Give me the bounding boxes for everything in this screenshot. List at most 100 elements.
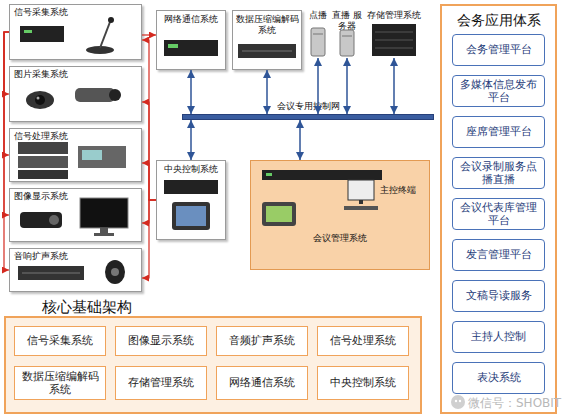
- device-screen: [82, 150, 102, 160]
- rack-slot: [375, 48, 413, 49]
- touch-panel: [262, 202, 296, 226]
- management-box: 会议管理系统: [250, 160, 430, 270]
- node-text: 数据压缩编解码系统: [233, 11, 301, 36]
- server-slot: [313, 34, 323, 35]
- node-text: 发言管理平台: [466, 248, 532, 261]
- subsystem-box: 图像显示系统: [9, 188, 142, 242]
- node-text: 主持人控制: [471, 330, 526, 343]
- wechat-icon: [451, 395, 465, 409]
- node-text: 音频扩声系统: [229, 334, 295, 347]
- connector: [190, 70, 192, 114]
- terminal-label: 主控终端: [380, 184, 416, 197]
- connector: [4, 32, 9, 270]
- wechat-eye: [459, 400, 461, 402]
- connector: [393, 58, 395, 114]
- application-panel: 会务应用体系会务管理平台多媒体信息发布平台座席管理平台会议录制服务点播直播会议代…: [440, 4, 557, 414]
- node-text: 音响扩声系统: [14, 251, 68, 262]
- node-text: 信号采集系统: [27, 334, 93, 347]
- node-text: 网络通信系统: [157, 11, 225, 25]
- platform-box: 文稿导读服务: [452, 280, 545, 312]
- processor-unit: [18, 170, 68, 179]
- connector: [317, 58, 319, 114]
- node-text: 核心基础架构: [42, 298, 132, 316]
- node-text: 图像显示系统: [14, 191, 68, 202]
- server-slot: [342, 36, 352, 37]
- monitor-stand: [100, 228, 108, 234]
- platform-box: 多媒体信息发布平台: [452, 75, 545, 107]
- node-text: 图片采集系统: [14, 69, 68, 80]
- node-text: 中央控制系统: [157, 161, 225, 175]
- camera-lens: [109, 89, 121, 101]
- infrastructure-box: 音频扩声系统: [216, 326, 308, 356]
- platform-box: 主持人控制: [452, 321, 545, 353]
- storage-rack: [372, 24, 416, 56]
- node-text: 会务管理平台: [466, 43, 532, 56]
- infrastructure-panel: 核心基础架构信号采集系统图像显示系统音频扩声系统信号处理系统数据压缩编解码系统存…: [4, 316, 422, 414]
- subsystem-box: 数据压缩编解码系统: [232, 10, 302, 70]
- subsystem-box: 图片采集系统: [9, 66, 142, 122]
- device-light: [266, 173, 272, 176]
- infrastructure-box: 存储管理系统: [115, 366, 207, 400]
- connector: [142, 163, 156, 200]
- platform-box: 会议录制服务点播直播: [452, 157, 545, 189]
- watermark: 微信号：SHOBIT: [468, 395, 561, 412]
- infrastructure-box: 图像显示系统: [115, 326, 207, 356]
- rack-slot: [375, 32, 413, 33]
- monitor: [80, 198, 128, 228]
- infrastructure-box: 网络通信系统: [216, 366, 308, 400]
- rack-slot: [375, 40, 413, 41]
- lens-highlight: [37, 97, 40, 100]
- touch-screen: [266, 206, 292, 222]
- connector: [346, 58, 348, 114]
- node-text: 会议专用控制网: [183, 101, 433, 112]
- projector-lens: [49, 215, 59, 225]
- node-text: 存储管理系统: [366, 10, 422, 21]
- microphone-base: [86, 46, 114, 54]
- processor-unit: [18, 156, 68, 168]
- server-node: 点播: [306, 10, 330, 58]
- platform-box: 表决系统: [452, 362, 545, 394]
- control-bus: 会议专用控制网: [182, 114, 434, 120]
- monitor-stand: [359, 200, 363, 204]
- processor-unit: [18, 142, 68, 154]
- subsystem-box: 信号处理系统: [9, 128, 142, 182]
- infrastructure-box: 信号采集系统: [14, 326, 106, 356]
- infrastructure-box: 信号处理系统: [317, 326, 409, 356]
- touch-panel: [172, 202, 210, 230]
- amplifier-panel: [22, 273, 80, 274]
- control-box: 中央控制系统: [156, 160, 226, 240]
- node-text: 会议录制服务点播直播: [456, 160, 541, 186]
- connector: [142, 102, 156, 200]
- speaker: [105, 260, 125, 284]
- server-node: 存储管理系统: [366, 10, 422, 58]
- platform-box: 座席管理平台: [452, 116, 545, 148]
- connector: [142, 200, 156, 223]
- projector: [20, 212, 62, 228]
- connector: [190, 120, 192, 160]
- platform-box: 发言管理平台: [452, 239, 545, 271]
- node-text: 直播 服务器: [332, 10, 362, 32]
- management-host: [262, 170, 382, 180]
- node-text: 表决系统: [477, 371, 521, 384]
- terminal-monitor: [348, 180, 374, 200]
- wechat-eye: [455, 400, 457, 402]
- codec-device: [238, 44, 296, 58]
- server-node: 直播 服务器: [332, 10, 362, 58]
- connector: [266, 70, 268, 114]
- subsystem-box: 信号采集系统: [9, 4, 142, 60]
- device-light: [168, 44, 178, 48]
- monitor-base: [94, 233, 114, 236]
- touch-screen: [176, 206, 206, 226]
- connector: [142, 40, 156, 200]
- camera-lens: [35, 95, 45, 105]
- connector: [4, 32, 9, 155]
- node-text: 数据压缩编解码系统: [19, 370, 101, 396]
- infrastructure-box: 中央控制系统: [317, 366, 409, 400]
- node-text: 会议管理系统: [251, 233, 429, 244]
- keyboard: [344, 206, 378, 210]
- network-switch: [164, 40, 218, 56]
- amplifier: [18, 266, 84, 280]
